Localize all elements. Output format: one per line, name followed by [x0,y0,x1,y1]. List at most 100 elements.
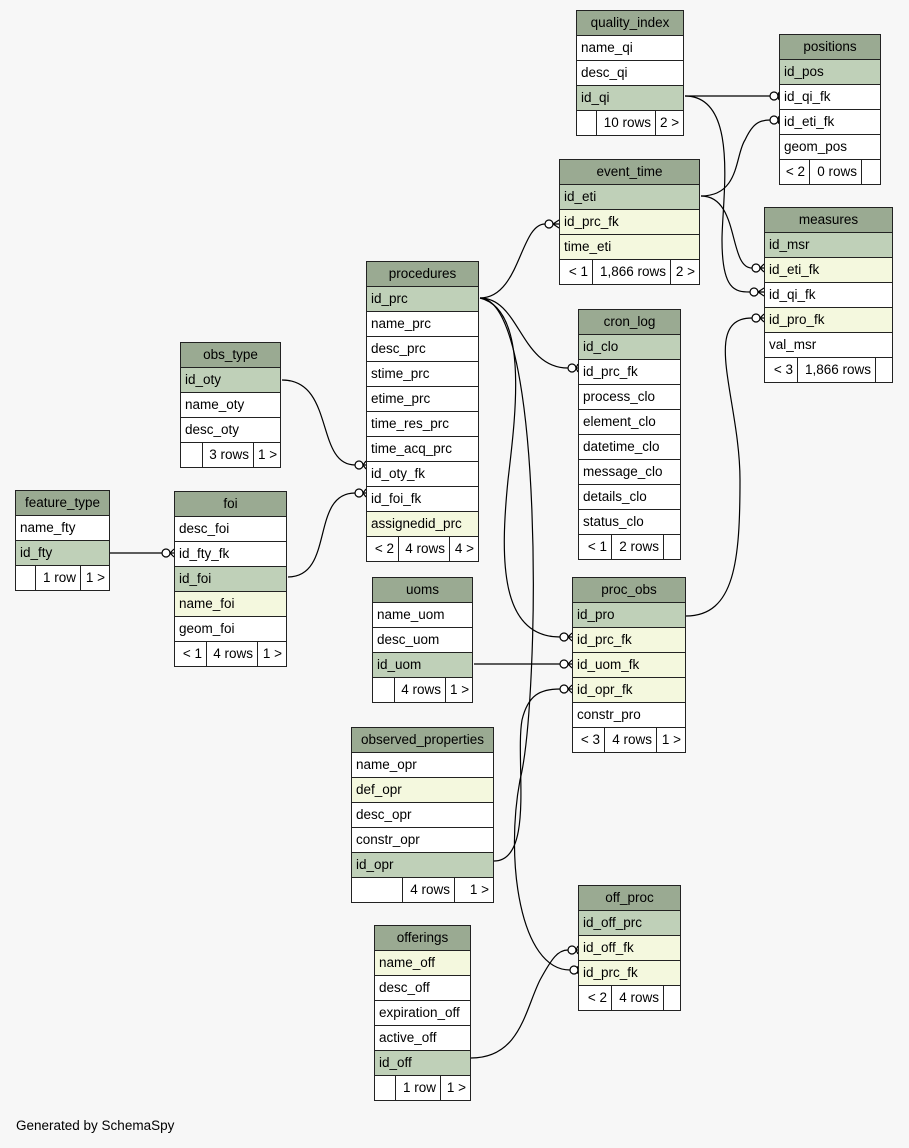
column-row[interactable]: id_prc_fk [573,627,685,652]
column-row[interactable]: id_opr [352,852,493,877]
row-count[interactable]: 1 row [395,1076,440,1100]
column-row[interactable]: geom_pos [780,134,880,159]
table-title[interactable]: procedures [367,262,478,286]
parent-count[interactable] [16,566,35,590]
column-row[interactable]: id_pro [573,602,685,627]
child-count[interactable]: 1 > [656,728,685,752]
column-row[interactable]: id_prc_fk [579,960,680,985]
parent-count[interactable]: < 3 [773,362,793,377]
table-title[interactable]: observed_properties [352,728,493,752]
column-row[interactable]: time_acq_prc [367,436,478,461]
column-row[interactable]: id_off_fk [579,935,680,960]
column-row[interactable]: desc_off [375,975,470,1000]
child-count[interactable]: 1 > [440,1076,470,1100]
child-count[interactable]: 1 > [80,566,109,590]
row-count[interactable]: 4 rows [393,678,445,702]
table-title[interactable]: uoms [373,578,472,602]
table-title[interactable]: cron_log [579,310,680,334]
column-row[interactable]: id_fty [16,540,109,565]
table-title[interactable]: quality_index [577,11,683,35]
parent-count[interactable]: < 1 [587,539,607,554]
column-row[interactable]: id_eti_fk [765,257,892,282]
column-row[interactable]: desc_foi [175,516,286,541]
parent-count[interactable]: < 3 [580,732,600,747]
column-row[interactable]: status_clo [579,509,680,534]
column-row[interactable]: id_prc [367,286,478,311]
row-count[interactable]: 1,866 rows [797,358,875,382]
column-row[interactable]: assignedid_prc [367,511,478,536]
parent-count[interactable]: < 2 [374,541,394,556]
column-row[interactable]: time_res_prc [367,411,478,436]
table-title[interactable]: positions [780,35,880,59]
table-title[interactable]: obs_type [181,343,280,367]
column-row[interactable]: name_uom [373,602,472,627]
column-row[interactable]: id_pos [780,59,880,84]
parent-count[interactable] [181,443,202,467]
column-row[interactable]: name_fty [16,515,109,540]
column-row[interactable]: datetime_clo [579,434,680,459]
parent-count[interactable] [577,111,596,135]
column-row[interactable]: def_opr [352,777,493,802]
table-title[interactable]: event_time [560,160,699,184]
table-title[interactable]: offerings [375,926,470,950]
column-row[interactable]: id_qi [577,85,683,110]
child-count[interactable]: 1 > [445,678,472,702]
column-row[interactable]: id_qi_fk [780,84,880,109]
child-count[interactable]: 1 > [257,642,286,666]
child-count[interactable]: 2 > [670,260,699,284]
column-row[interactable]: id_off_prc [579,910,680,935]
column-row[interactable]: id_pro_fk [765,307,892,332]
column-row[interactable]: message_clo [579,459,680,484]
row-count[interactable]: 3 rows [201,443,253,467]
parent-count[interactable] [373,678,394,702]
column-row[interactable]: constr_pro [573,702,685,727]
column-row[interactable]: id_uom_fk [573,652,685,677]
row-count[interactable]: 4 rows [398,537,449,561]
column-row[interactable]: etime_prc [367,386,478,411]
child-count[interactable] [663,986,680,1010]
column-row[interactable]: name_opr [352,752,493,777]
column-row[interactable]: stime_prc [367,361,478,386]
column-row[interactable]: name_off [375,950,470,975]
row-count[interactable]: 10 rows [595,111,655,135]
row-count[interactable]: 0 rows [809,160,861,184]
column-row[interactable]: id_foi [175,566,286,591]
column-row[interactable]: id_prc_fk [579,359,680,384]
column-row[interactable]: val_msr [765,332,892,357]
column-row[interactable]: name_oty [181,392,280,417]
child-count[interactable] [875,358,892,382]
parent-count[interactable]: < 1 [568,264,588,279]
row-count[interactable]: 2 rows [611,535,663,559]
child-count[interactable]: 4 > [449,537,478,561]
column-row[interactable]: name_qi [577,35,683,60]
child-count[interactable]: 1 > [454,878,493,902]
row-count[interactable]: 4 rows [611,986,663,1010]
parent-count[interactable] [352,878,402,902]
child-count[interactable]: 1 > [253,443,280,467]
parent-count[interactable]: < 2 [785,164,805,179]
column-row[interactable]: name_prc [367,311,478,336]
column-row[interactable]: time_eti [560,234,699,259]
column-row[interactable]: geom_foi [175,616,286,641]
column-row[interactable]: desc_prc [367,336,478,361]
column-row[interactable]: desc_oty [181,417,280,442]
table-title[interactable]: feature_type [16,491,109,515]
column-row[interactable]: constr_opr [352,827,493,852]
parent-count[interactable] [375,1076,395,1100]
parent-count[interactable]: < 1 [182,646,202,661]
column-row[interactable]: id_uom [373,652,472,677]
column-row[interactable]: process_clo [579,384,680,409]
column-row[interactable]: details_clo [579,484,680,509]
row-count[interactable]: 4 rows [206,642,257,666]
child-count[interactable] [861,160,880,184]
